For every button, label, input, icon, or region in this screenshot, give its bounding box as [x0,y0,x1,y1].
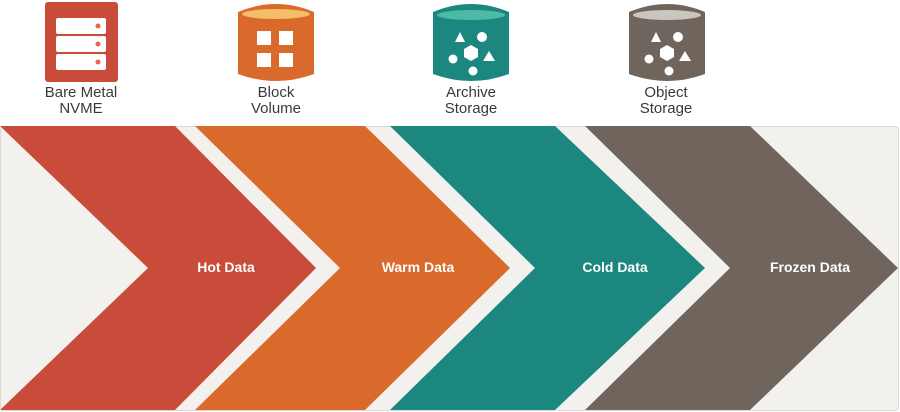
label-line: Storage [639,100,693,117]
warm-data-chevron [195,126,510,410]
warm-data-label: Warm Data [381,259,455,275]
label-line: Volume [250,100,302,117]
block-volume-icon [238,4,314,81]
cold-data-label: Cold Data [582,259,648,275]
label-line: NVME [59,100,103,117]
archive-storage-icon [433,4,509,81]
cold-data-chevron [390,126,705,410]
hot-data-chevron [0,126,316,410]
label-line: Archive [445,84,497,101]
label-line: Block [257,84,295,101]
label-line: Bare Metal [44,84,118,101]
hot-data-label: Hot Data [197,259,255,275]
label-line: Object [644,84,688,101]
server-icon [45,2,118,82]
frozen-data-chevron [585,126,898,410]
frozen-data-label: Frozen Data [769,259,851,275]
label-line: Storage [444,100,498,117]
object-storage-icon [629,4,705,81]
